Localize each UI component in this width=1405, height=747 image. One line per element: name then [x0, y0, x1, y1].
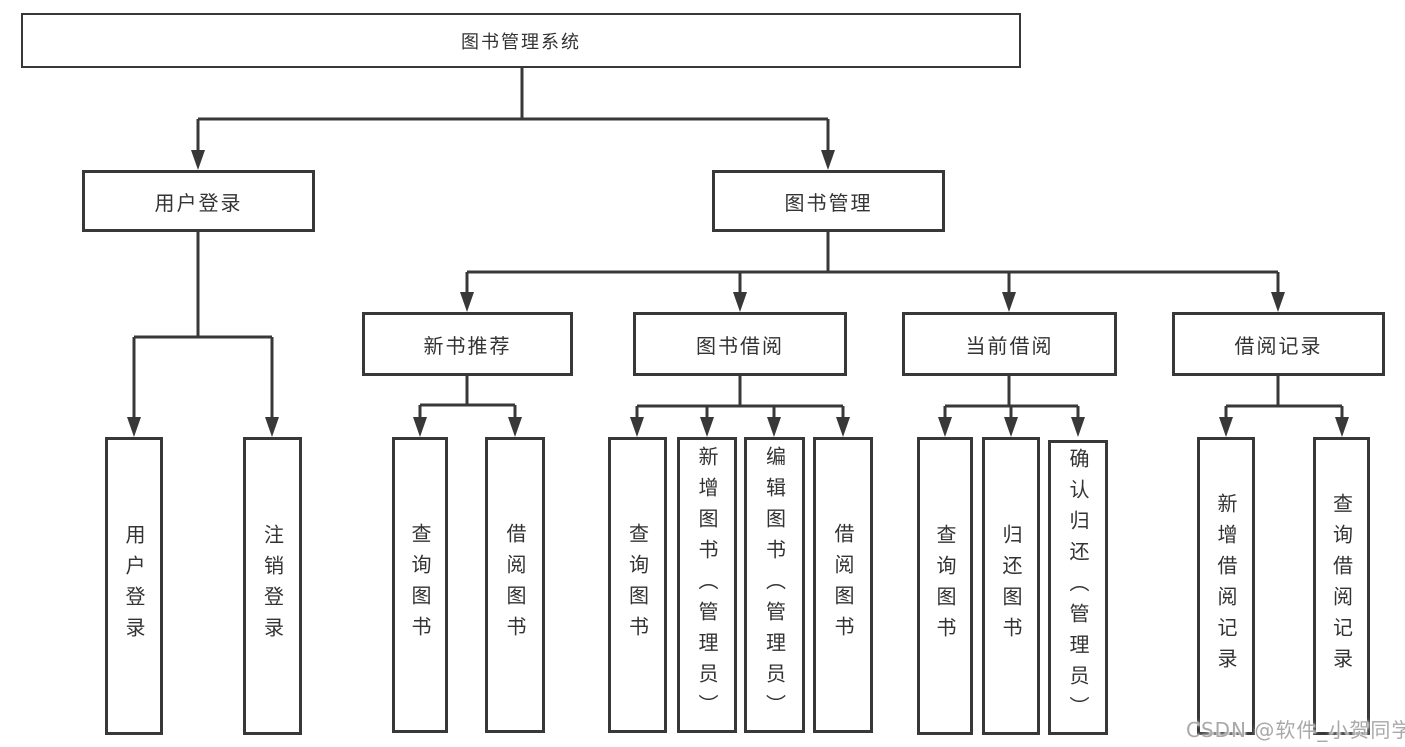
leaf-logout: 注销登录: [243, 437, 302, 735]
leaf-current-query-book: 查询图书: [917, 437, 973, 735]
leaf-query-borrow-record: 查询借阅记录: [1313, 437, 1370, 735]
node-current-borrow: 当前借阅: [902, 312, 1117, 376]
leaf-add-book-admin: 新增图书（管理员）: [677, 437, 737, 733]
leaf-return-book: 归还图书: [982, 437, 1040, 735]
leaf-add-borrow-record: 新增借阅记录: [1197, 437, 1255, 735]
node-book-management: 图书管理: [712, 170, 945, 232]
connector-lines: [132, 68, 1344, 420]
leaf-confirm-return-admin: 确认归还（管理员）: [1048, 440, 1108, 735]
node-new-book-recommend: 新书推荐: [362, 312, 573, 376]
leaf-recommend-query-book: 查询图书: [392, 437, 448, 733]
node-borrow-records: 借阅记录: [1172, 312, 1385, 376]
leaf-user-login: 用户登录: [105, 437, 163, 735]
leaf-borrow-book: 借阅图书: [813, 437, 873, 733]
watermark: CSDN @软件_小贺同学: [1186, 718, 1405, 742]
node-user-login: 用户登录: [82, 170, 315, 232]
node-library-management-system: 图书管理系统: [21, 13, 1021, 68]
leaf-borrow-query-book: 查询图书: [608, 437, 667, 733]
leaf-recommend-borrow-book: 借阅图书: [485, 437, 545, 733]
leaf-edit-book-admin: 编辑图书（管理员）: [744, 437, 805, 733]
node-book-borrow: 图书借阅: [633, 312, 847, 376]
arrowhead-icons: [127, 150, 1349, 437]
